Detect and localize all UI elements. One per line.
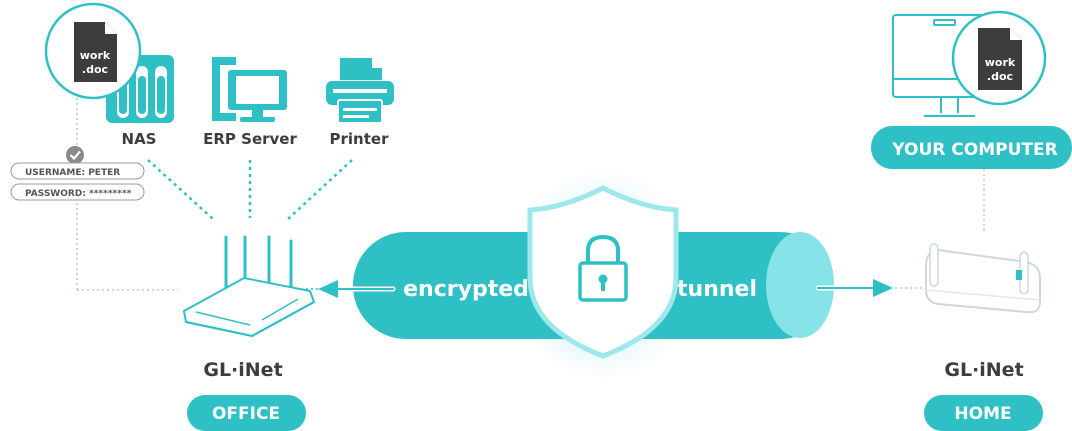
login-credentials: USERNAME: PETER PASSWORD: ********* [10,146,145,201]
nas-icon [106,55,174,123]
right-arrow [815,279,893,297]
office-label: OFFICE [212,404,280,424]
printer-label: Printer [330,130,390,148]
home-doc-name-line2: .doc [987,70,1013,83]
office-location-badge: OFFICE [187,395,306,431]
office-brand-logo: GL·iNet [203,359,282,381]
office-doc-name-line2: .doc [82,63,108,76]
desktop-computer-icon [212,57,287,122]
home-label: HOME [954,404,1011,424]
home-location-badge: HOME [924,395,1043,431]
office-router-icon [182,235,316,338]
username-field [10,162,145,180]
password-field [10,183,145,201]
office-doc-name-line1: work [80,49,111,62]
printer-icon [326,58,394,124]
tunnel-word-encrypted: encrypted [403,277,529,302]
home-document-badge: work .doc [951,10,1047,106]
checkmark-icon [66,146,84,164]
your-computer-badge: YOUR COMPUTER [871,126,1072,169]
nas-label: NAS [122,130,157,148]
home-router-icon [925,243,1041,314]
home-brand-logo: GL·iNet [944,359,1023,381]
padlock-shield-icon [508,170,698,380]
office-document-badge: work .doc [44,2,142,100]
office-device-links [147,159,353,220]
office-connector-lines [76,98,178,291]
username-text: USERNAME: PETER [25,168,120,178]
your-computer-label: YOUR COMPUTER [891,140,1057,160]
erp-server-label: ERP Server [203,130,297,148]
left-arrow [318,280,396,298]
password-text: PASSWORD: ********* [25,189,132,199]
home-doc-name-line1: work [985,56,1016,69]
